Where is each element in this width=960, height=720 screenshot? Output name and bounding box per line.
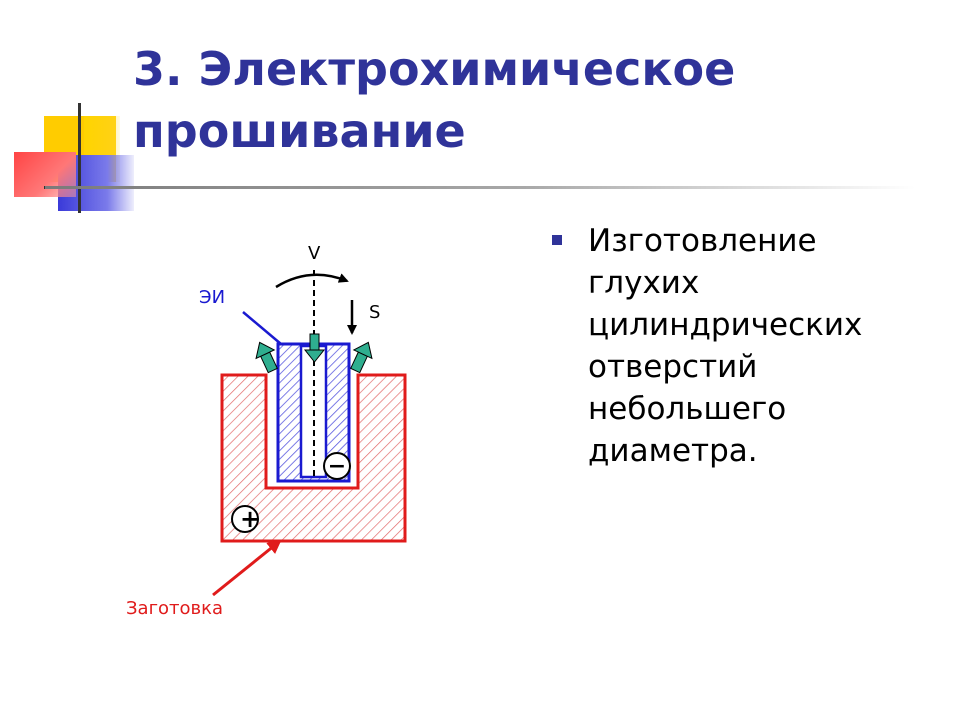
- red-square: [14, 152, 76, 197]
- slide-title: 3. Электрохимическое прошивание: [133, 38, 933, 162]
- label-s: S: [369, 302, 380, 323]
- title-line-2: прошивание: [133, 104, 466, 158]
- bullet-text: Изготовление глухих цилиндрических отвер…: [588, 223, 863, 469]
- electrolyte-inflow-arrow-icon: [303, 333, 326, 363]
- square-bullet-icon: [552, 235, 562, 245]
- rotation-arrow-icon: [275, 273, 349, 289]
- title-underline: [45, 186, 915, 189]
- title-line-1: 3. Электрохимическое: [133, 42, 736, 96]
- tool-polarity-sign: −: [328, 454, 346, 479]
- tool-leader-line: [242, 311, 282, 345]
- bullet-item: Изготовление глухих цилиндрических отвер…: [550, 220, 930, 472]
- workpiece-body: [220, 373, 407, 543]
- label-workpiece: Заготовка: [126, 598, 223, 619]
- label-tool: ЭИ: [199, 287, 225, 308]
- workpiece-polarity-sign: +: [240, 505, 260, 533]
- electrolyte-outflow-right-arrow-icon: [350, 341, 373, 374]
- vertical-rule: [78, 103, 81, 213]
- workpiece-polarity-icon: [231, 505, 259, 533]
- workpiece-leader-arrow-icon: [212, 539, 282, 597]
- electrolyte-outflow-left-arrow-icon: [255, 341, 278, 374]
- tool-polarity-icon: [323, 452, 351, 480]
- bullet-list: Изготовление глухих цилиндрических отвер…: [550, 220, 930, 472]
- label-v: V: [308, 243, 321, 264]
